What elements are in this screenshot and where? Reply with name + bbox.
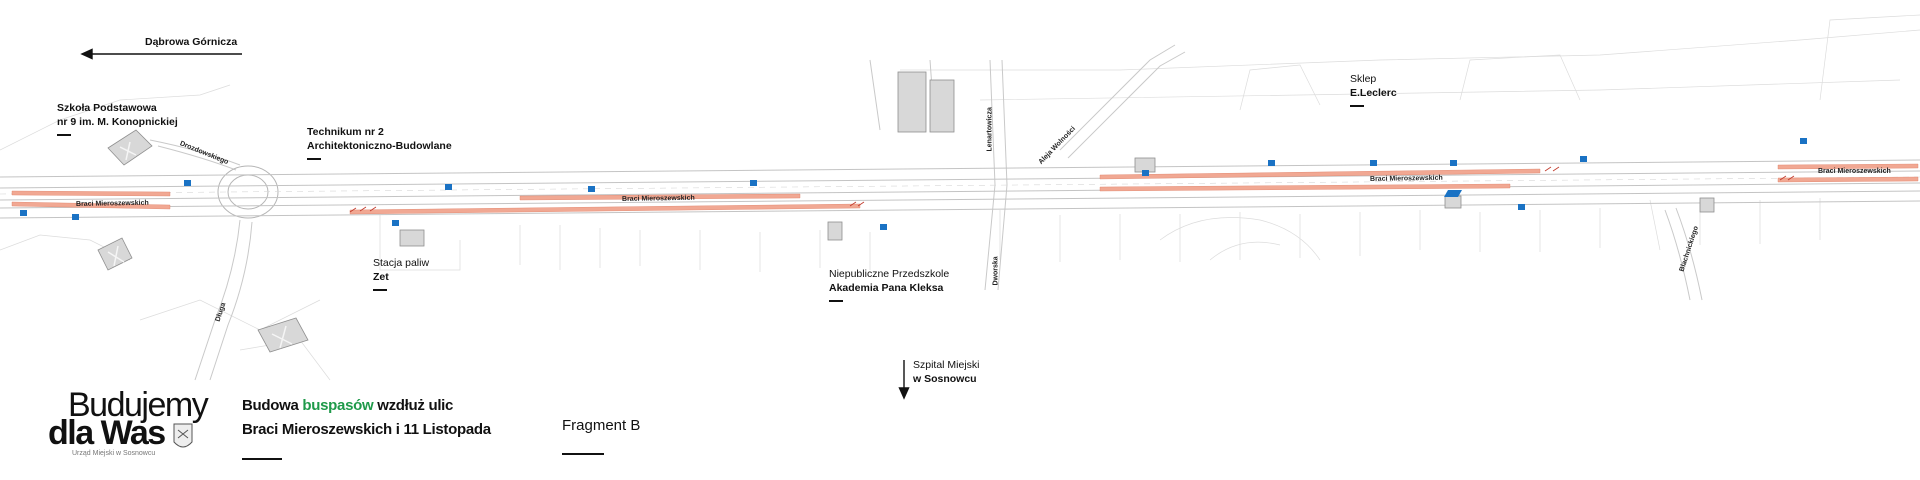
landmark-technikum-line1: Technikum nr 2 [307,126,384,138]
landmark-preschool: Niepubliczne Przedszkole Akademia Pana K… [829,267,949,302]
main-road [0,159,1920,219]
title-rule [242,458,282,460]
fragment-label: Fragment B [562,417,640,455]
landmark-preschool-line2: Akademia Pana Kleksa [829,282,944,294]
fragment-rule [562,453,604,455]
direction-south-line1: Szpital Miejski [913,359,980,371]
marker-bar [307,158,321,160]
landmark-station: Stacja paliw Zet [373,256,429,291]
landmark-station-line2: Zet [373,271,389,283]
marker-bar [373,289,387,291]
bus-lane-hatch [349,166,1795,213]
title-line1: Budowa buspasów wzdłuż ulic [242,394,491,418]
direction-south-line2: w Sosnowcu [913,373,977,385]
parcel-lines [0,14,1920,381]
title-highlight: buspasów [302,397,374,414]
street-label: Dworska [992,256,1000,286]
logo-line3: Urząd Miejski w Sosnowcu [72,450,156,457]
project-title: Budowa buspasów wzdłuż ulic Braci Mieros… [242,394,491,460]
direction-arrows [80,48,910,400]
landmark-shop-line2: E.Leclerc [1350,87,1397,99]
buildings [97,71,1715,353]
title-part1: Budowa [242,397,303,414]
title-line2: Braci Mieroszewskich i 11 Listopada [242,421,491,438]
landmark-shop: Sklep E.Leclerc [1350,72,1397,107]
bus-lanes [11,163,1919,215]
fragment-text: Fragment B [562,417,641,434]
landmark-school-line2: nr 9 im. M. Konopnickiej [57,116,178,128]
logo-line2: dla Was [48,414,166,452]
landmark-school-line1: Szkoła Podstawowa [57,102,157,114]
logo: Budujemy dla Was Urząd Miejski w Sosnowc… [48,388,209,460]
marker-bar [57,134,71,136]
landmark-preschool-line1: Niepubliczne Przedszkole [829,268,950,280]
lane-dashes [0,176,1920,195]
road-signs [20,138,1807,230]
title-part2: wzdłuż ulic [373,397,454,414]
marker-bar [1350,105,1364,107]
landmark-shop-line1: Sklep [1350,73,1377,85]
street-label: Braci Mieroszewskich [1818,168,1891,175]
landmark-technikum: Technikum nr 2 Architektoniczno-Budowlan… [307,125,452,160]
marker-bar [829,300,843,302]
street-label: Braci Mieroszewskich [1369,174,1443,183]
crest-icon [173,423,193,448]
street-label: Braci Mieroszewskich [621,194,695,203]
roundabout [217,165,279,219]
street-label: Braci Mieroszewskich [75,199,149,208]
direction-west-label: Dąbrowa Górnicza [145,36,238,48]
building-marks [107,141,293,349]
street-label: Lenartowicza [986,107,994,152]
direction-south: Szpital Miejski w Sosnowcu [913,358,980,386]
landmark-school: Szkoła Podstawowa nr 9 im. M. Konopnicki… [57,101,178,136]
landmark-technikum-line2: Architektoniczno-Budowlane [307,140,452,152]
landmark-station-line1: Stacja paliw [373,257,430,269]
direction-west: Dąbrowa Górnicza [145,35,237,49]
logo-line1: Budujemy [68,386,209,424]
